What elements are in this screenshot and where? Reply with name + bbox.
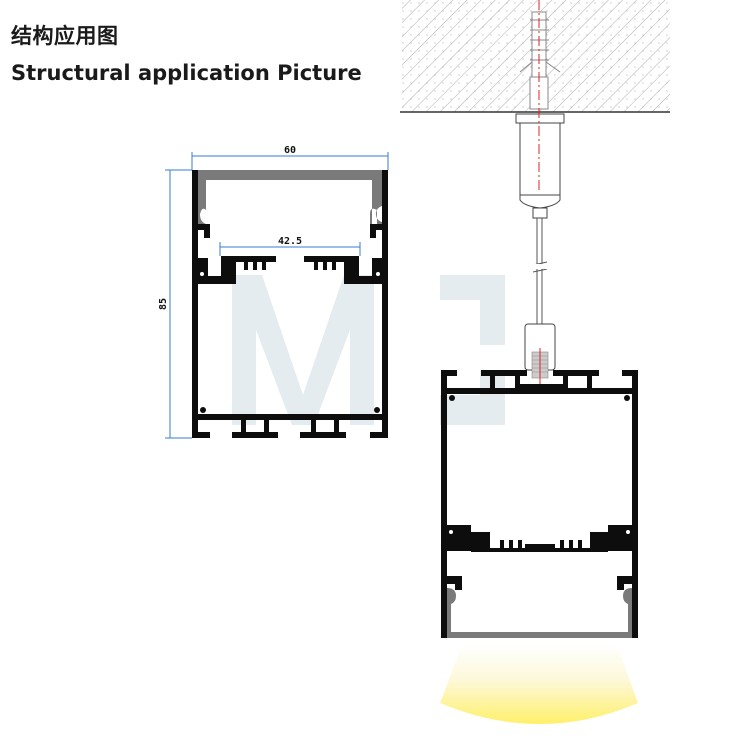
profile-cross-section: 60 85 42.5 bbox=[158, 145, 389, 439]
dimension-height bbox=[165, 169, 192, 439]
profile-mounted bbox=[441, 370, 638, 638]
ceiling-cap bbox=[515, 113, 565, 219]
wire-gripper bbox=[524, 323, 556, 386]
title-chinese: 结构应用图 bbox=[11, 24, 119, 48]
light-beam bbox=[440, 645, 638, 724]
ceiling-section bbox=[400, 0, 670, 219]
dimension-inner-width bbox=[219, 242, 361, 256]
title-english: Structural application Picture bbox=[11, 61, 362, 85]
suspension-wire bbox=[532, 218, 548, 324]
inner-width-label: 42.5 bbox=[278, 236, 302, 247]
height-label: 85 bbox=[158, 298, 169, 310]
dimension-width bbox=[191, 152, 389, 170]
width-label: 60 bbox=[284, 145, 296, 156]
watermark-logo bbox=[232, 275, 505, 425]
